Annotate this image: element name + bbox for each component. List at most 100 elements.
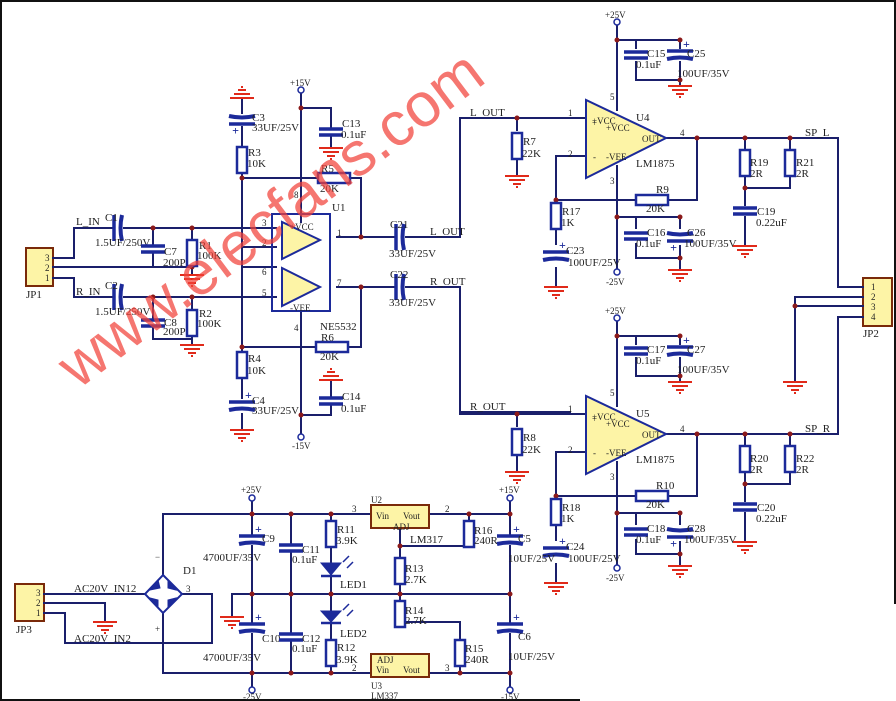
capacitor-c1: C1 1.5UF/250V [95, 212, 150, 249]
jp2-connector: 1 2 3 4 JP2 [862, 277, 893, 340]
capacitor-val: 100UF/25V [568, 257, 621, 269]
amp-right-u5: +VCC+VCC-VEEOUTU5LM187512453+-R822KR1020… [459, 306, 839, 595]
svg-text:ADJ: ADJ [393, 522, 410, 532]
resistor-ref: R8 [523, 432, 536, 444]
vcc-label: +VCC [592, 116, 616, 126]
svg-text:8: 8 [294, 190, 299, 200]
svg-text:R11: R11 [337, 524, 355, 536]
resistor-val: 1K [561, 513, 575, 525]
svg-text:C9: C9 [262, 533, 275, 545]
plus-pin-icon: + [592, 118, 597, 128]
pin-label: 1 [568, 404, 573, 414]
bridge-rectifier-d1: D1 3 − + [143, 552, 196, 634]
resistor-icon [510, 131, 524, 161]
led1: LED1 [319, 555, 367, 591]
pin-label: 3 [610, 472, 615, 482]
svg-text:3: 3 [262, 218, 267, 228]
resistor-val: 2R [750, 168, 764, 180]
capacitor-val: 0.1uF [636, 59, 661, 71]
m25-label: -25V [606, 277, 625, 287]
capacitor-val: 0.22uF [756, 513, 787, 525]
resistor-val: 20K [646, 499, 665, 511]
svg-text:4: 4 [294, 323, 299, 333]
svg-text:20K: 20K [320, 351, 339, 363]
ground-icon [543, 286, 569, 299]
capacitor-c14: C14 0.1uF [317, 391, 366, 415]
capacitor-icon [622, 346, 650, 356]
capacitor-c2: C2 1.5UF/250V [95, 280, 150, 318]
svg-text:R16: R16 [474, 525, 493, 537]
ground-icon [667, 381, 693, 394]
svg-text:3.9K: 3.9K [336, 535, 358, 547]
resistor-val: 2R [796, 168, 810, 180]
svg-text:C1: C1 [105, 212, 118, 224]
svg-text:3: 3 [36, 588, 41, 598]
svg-text:100K: 100K [197, 318, 222, 330]
resistor-r15: R15 240R [453, 638, 490, 668]
capacitor-ref: C20 [757, 502, 776, 514]
vcc-label: +VCC [606, 419, 630, 429]
ground-icon [92, 621, 118, 634]
svg-text:2: 2 [445, 504, 450, 514]
resistor-r2: R2 100K [185, 308, 222, 338]
svg-text:Vout: Vout [403, 511, 420, 521]
power-pin-icon [297, 433, 305, 441]
capacitor-icon [622, 50, 650, 60]
lm1875-opamp [585, 394, 669, 476]
svg-text:7: 7 [337, 278, 342, 288]
p15-label: +15V [290, 78, 311, 88]
jp1-pin-3: 3 [45, 253, 50, 263]
preamp-wires [52, 89, 571, 438]
capacitor-c10: C10 4700UF/35V [203, 608, 281, 664]
svg-text:3: 3 [352, 504, 357, 514]
svg-text:2: 2 [352, 663, 357, 673]
svg-text:R12: R12 [337, 642, 355, 654]
resistor-r13: R13 2.7K [393, 556, 427, 586]
capacitor-c12: C12 0.1uF [277, 632, 320, 655]
r-out-net-2: R_OUT [470, 401, 506, 413]
ic-ref: U4 [636, 112, 650, 124]
resistor-ref: R17 [562, 206, 581, 218]
svg-text:2: 2 [871, 292, 876, 302]
pin-label: 3 [610, 176, 615, 186]
svg-text:3: 3 [871, 302, 876, 312]
minus-pin-icon: - [593, 448, 596, 458]
jp1-pin-1: 1 [45, 273, 50, 283]
svg-text:LED2: LED2 [340, 628, 367, 640]
capacitor-c7: C7 200P [139, 244, 186, 269]
ground-icon [667, 565, 693, 578]
ac1-net: AC20V_IN12 [74, 583, 136, 595]
pin-label: 2 [568, 149, 573, 159]
svg-text:2: 2 [262, 238, 267, 248]
svg-text:C22: C22 [390, 269, 408, 281]
svg-text:240R: 240R [474, 535, 499, 547]
svg-text:R_IN: R_IN [76, 286, 101, 298]
vee-label: -VEE [606, 448, 627, 458]
plus-pin-icon: + [592, 414, 597, 424]
vcc-label: +VCC [606, 123, 630, 133]
svg-text:C3: C3 [252, 112, 265, 124]
svg-text:C8: C8 [164, 317, 177, 329]
capacitor-ref: C15 [647, 48, 666, 60]
ground-icon [543, 582, 569, 595]
pin-label: 5 [610, 388, 615, 398]
m25-label: -25V [606, 573, 625, 583]
svg-text:JP3: JP3 [16, 624, 32, 636]
svg-text:33UF/25V: 33UF/25V [252, 405, 299, 417]
svg-text:C6: C6 [518, 631, 531, 643]
resistor-ref: R21 [796, 157, 814, 169]
ac2-net: AC20V_IN2 [74, 633, 131, 645]
capacitor-val: 100UF/35V [677, 364, 730, 376]
resistor-val: 2R [796, 464, 810, 476]
capacitor-ref: C19 [757, 206, 776, 218]
ground-icon [782, 381, 808, 394]
svg-text:C2: C2 [105, 280, 118, 292]
ic-u1-ne5532: +VCC -VEE U1 NE5532 3 2 1 6 5 7 8 4 [262, 190, 357, 333]
svg-text:0.1uF: 0.1uF [341, 403, 366, 415]
jp2-wires [792, 137, 864, 435]
svg-text:R13: R13 [405, 563, 424, 575]
resistor-icon [738, 444, 752, 474]
svg-text:4700UF/35V: 4700UF/35V [203, 652, 261, 664]
resistor-ref: R20 [750, 453, 769, 465]
